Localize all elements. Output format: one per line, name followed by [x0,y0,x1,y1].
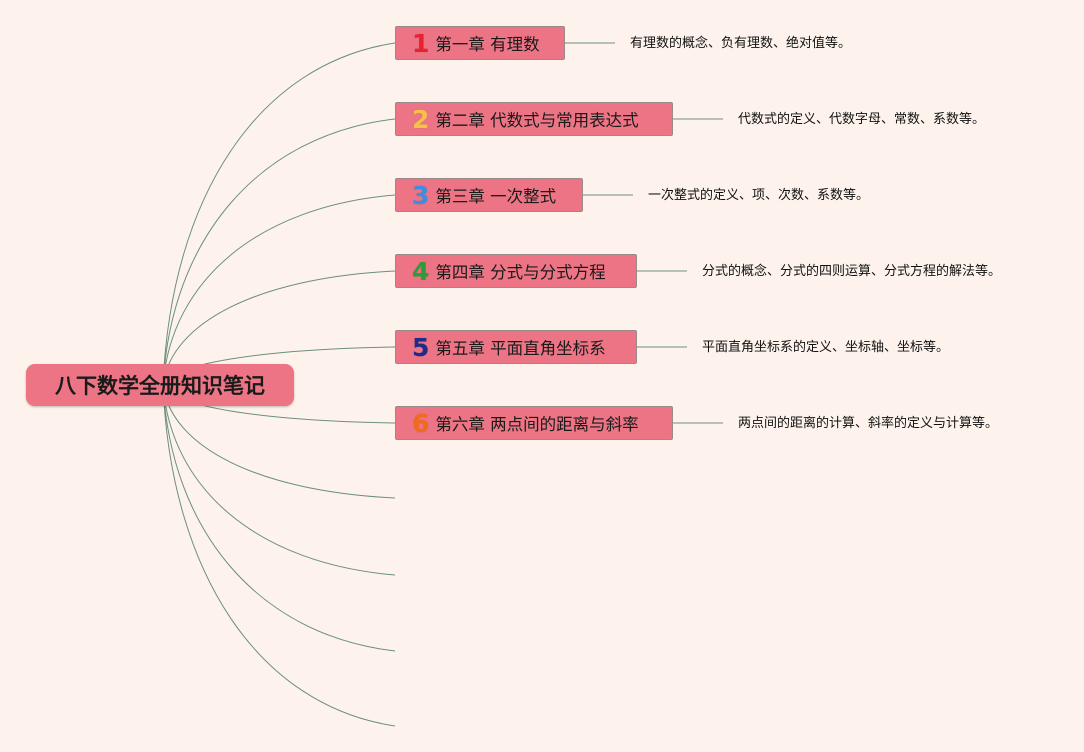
branch-line-8 [162,384,396,576]
chapter-node-1[interactable]: 1 第一章 有理数 [395,26,565,60]
chapter-title-3: 第三章 一次整式 [435,187,557,206]
chapter-title-6: 第六章 两点间的距离与斜率 [435,415,639,434]
chapter-description-6: 两点间的距离的计算、斜率的定义与计算等。 [738,416,999,431]
chapter-description-4: 分式的概念、分式的四则运算、分式方程的解法等。 [702,264,1002,279]
chapter-number-6: 6 [412,408,430,438]
chapter-number-5: 5 [412,332,430,362]
chapter-node-4[interactable]: 4 第四章 分式与分式方程 [395,254,637,288]
chapter-node-2[interactable]: 2 第二章 代数式与常用表达式 [395,102,673,136]
chapter-description-1: 有理数的概念、负有理数、绝对值等。 [630,36,852,51]
chapter-description-3: 一次整式的定义、项、次数、系数等。 [648,188,870,203]
branch-line-7 [162,384,396,499]
branch-line-2 [162,118,396,386]
branch-line-1 [162,42,396,386]
chapter-number-2: 2 [412,104,430,134]
chapter-number-3: 3 [412,180,430,210]
branch-line-4 [162,270,396,386]
chapter-number-1: 1 [412,28,430,58]
chapter-description-2: 代数式的定义、代数字母、常数、系数等。 [738,112,986,127]
chapter-node-3[interactable]: 3 第三章 一次整式 [395,178,583,212]
chapter-node-5[interactable]: 5 第五章 平面直角坐标系 [395,330,637,364]
chapter-title-1: 第一章 有理数 [435,35,540,54]
chapter-number-4: 4 [412,256,430,286]
central-topic[interactable]: 八下数学全册知识笔记 [26,364,294,406]
chapter-title-4: 第四章 分式与分式方程 [435,263,606,282]
branch-line-3 [162,194,396,386]
chapter-title-5: 第五章 平面直角坐标系 [435,339,606,358]
chapter-description-5: 平面直角坐标系的定义、坐标轴、坐标等。 [702,340,950,355]
central-topic-label: 八下数学全册知识笔记 [55,374,265,398]
chapter-node-6[interactable]: 6 第六章 两点间的距离与斜率 [395,406,673,440]
chapter-title-2: 第二章 代数式与常用表达式 [435,111,639,130]
branch-line-9 [162,384,396,652]
branch-line-10 [162,384,396,727]
